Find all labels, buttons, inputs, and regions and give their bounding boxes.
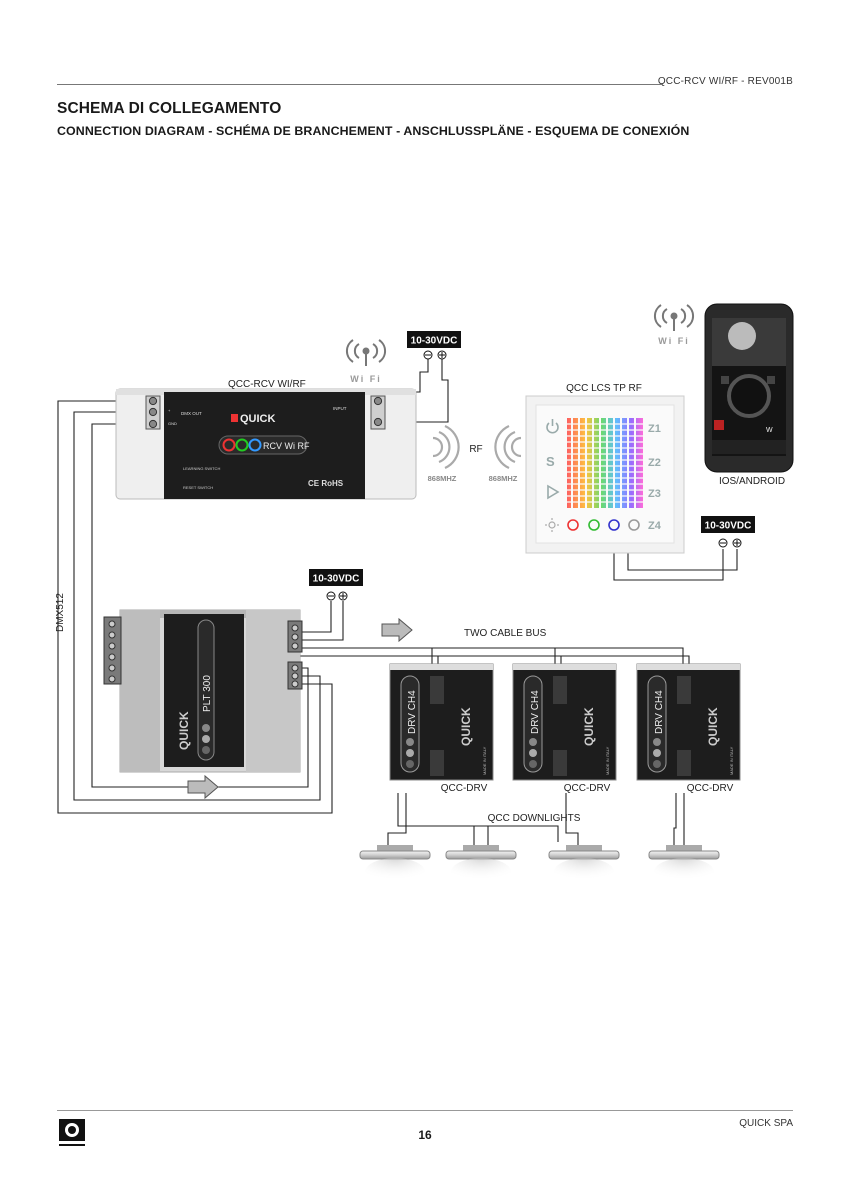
touch-panel-device: S Z1 Z2 Z3 Z4 [525, 395, 685, 554]
receiver-learning: LEARNING SWITCH [183, 466, 220, 471]
touch-panel-label: QCC LCS TP RF [566, 383, 642, 394]
header-rule [57, 84, 663, 85]
driver-1: DRV CH4 QUICK MADE IN ITALY [389, 663, 494, 781]
receiver-ce-rohs: CE RoHS [308, 479, 344, 488]
receiver-label: QCC-RCV WI/RF [228, 379, 306, 390]
svg-text:10-30VDC: 10-30VDC [411, 336, 458, 347]
document-code: QCC-RCV WI/RF - REV001B [657, 76, 793, 87]
bus-label: TWO CABLE BUS [464, 628, 547, 639]
dmx-label: DMX512 [55, 593, 66, 632]
wifi-label-phone: Wi Fi [658, 336, 689, 346]
downlight-4 [648, 845, 720, 886]
svg-text:MADE IN ITALY: MADE IN ITALY [482, 746, 487, 775]
downlights-label: QCC DOWNLIGHTS [488, 813, 581, 824]
svg-text:QUICK: QUICK [582, 707, 596, 746]
plt-brand: QUICK [177, 711, 191, 750]
svg-text:DRV CH4: DRV CH4 [407, 690, 418, 734]
svg-text:DRV CH4: DRV CH4 [530, 690, 541, 734]
color-green-icon [588, 519, 600, 531]
footer-rule [57, 1110, 793, 1111]
zone-z3: Z3 [648, 488, 661, 500]
svg-text:10-30VDC: 10-30VDC [313, 574, 360, 585]
power-badge-plt: 10-30VDC [309, 569, 363, 601]
rf-freq-left: 868MHZ [428, 474, 457, 483]
phone-label: IOS/ANDROID [719, 476, 785, 487]
power-badge-receiver: 10-30VDC [407, 331, 461, 360]
rf-freq-right: 868MHZ [489, 474, 518, 483]
power-icon [546, 419, 559, 434]
receiver-device: + GND DMX OUT INPUT QUICK RCV Wi RF LEAR… [115, 388, 417, 500]
svg-text:DRV CH4: DRV CH4 [654, 690, 665, 734]
quick-logo-icon [59, 1119, 85, 1146]
receiver-dmx-out: DMX OUT [181, 411, 202, 416]
plt-model: PLT 300 [202, 675, 213, 712]
color-blue-icon [608, 519, 620, 531]
driver-3: DRV CH4 QUICK MADE IN ITALY [636, 663, 741, 781]
receiver-reset: RESET SWITCH [183, 485, 213, 490]
phone-device: W [704, 303, 794, 473]
rf-label: RF [469, 444, 482, 455]
color-white-icon [628, 519, 640, 531]
receiver-input: INPUT [333, 406, 347, 411]
touch-panel-s-key: S [546, 454, 555, 469]
svg-text:MADE IN ITALY: MADE IN ITALY [605, 746, 610, 775]
driver-label-2: QCC-DRV [564, 783, 611, 794]
downlight-1 [359, 845, 431, 886]
phone-w-key: W [766, 427, 773, 434]
svg-text:MADE IN ITALY: MADE IN ITALY [729, 746, 734, 775]
zone-z4: Z4 [648, 520, 662, 532]
rf-signal-icon [432, 424, 522, 470]
brightness-icon [545, 518, 559, 532]
page-number: 16 [418, 1128, 432, 1142]
svg-text:+: + [168, 408, 171, 413]
arrow-bus-icon [381, 617, 413, 643]
svg-text:GND: GND [168, 421, 177, 426]
page-title: SCHEMA DI COLLEGAMENTO [57, 100, 282, 117]
page-subtitle: CONNECTION DIAGRAM - SCHÉMA DE BRANCHEME… [57, 124, 690, 138]
svg-text:QUICK: QUICK [706, 707, 720, 746]
wifi-icon [654, 304, 694, 331]
downlight-3 [548, 845, 620, 886]
zone-z1: Z1 [648, 423, 661, 435]
svg-text:10-30VDC: 10-30VDC [705, 521, 752, 532]
driver-2: DRV CH4 QUICK MADE IN ITALY [512, 663, 617, 781]
driver-label-3: QCC-DRV [687, 783, 734, 794]
wifi-label-receiver: Wi Fi [350, 374, 381, 384]
wifi-icon [346, 339, 386, 366]
power-badge-panel: 10-30VDC [701, 516, 755, 548]
receiver-brand: QUICK [240, 413, 276, 425]
play-icon [547, 484, 560, 500]
color-red-icon [567, 519, 579, 531]
svg-text:QUICK: QUICK [459, 707, 473, 746]
plt-device: PLT 300 QUICK [103, 609, 303, 773]
downlight-2 [445, 845, 517, 886]
receiver-badge: RCV Wi RF [263, 441, 310, 451]
company-name: QUICK SPA [739, 1118, 793, 1129]
zone-z2: Z2 [648, 457, 661, 469]
arrow-plt-icon [187, 774, 219, 800]
driver-label-1: QCC-DRV [441, 783, 488, 794]
